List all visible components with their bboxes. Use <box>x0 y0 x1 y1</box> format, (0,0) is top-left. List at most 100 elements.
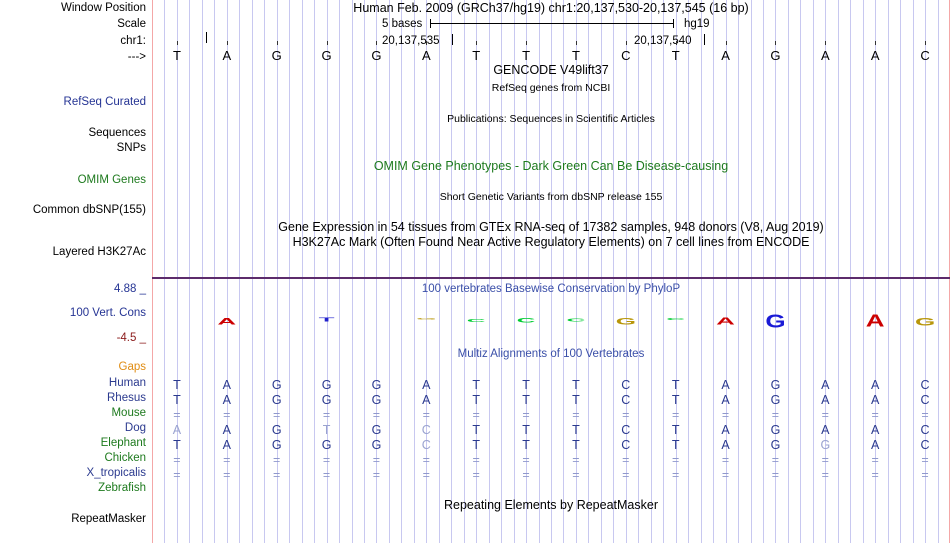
alignment-base: T <box>572 438 580 452</box>
species-label-dog[interactable]: Dog <box>124 422 146 434</box>
alignment-base: T <box>671 393 680 407</box>
alignment-base: T <box>472 423 480 437</box>
alignment-base: = <box>572 408 580 422</box>
track-title-dbsnp: Short Genetic Variants from dbSNP releas… <box>439 191 663 203</box>
alignment-base: = <box>871 408 879 422</box>
ruler-minor-tick <box>626 41 627 45</box>
alignment-base: = <box>821 468 829 482</box>
conservation-base-glyph: G <box>615 315 636 327</box>
ruler-minor-tick <box>775 41 776 45</box>
alignment-base: C <box>621 438 631 452</box>
label-cons-name[interactable]: 100 Vert. Cons <box>69 307 146 319</box>
alignment-base: = <box>422 408 430 422</box>
track-title-publications: Publications: Sequences in Scientific Ar… <box>447 113 655 125</box>
scale-tick-right <box>673 19 674 28</box>
alignment-base: = <box>422 468 430 482</box>
alignment-base: A <box>222 393 231 407</box>
alignment-base: T <box>671 438 680 452</box>
species-label-zebrafish[interactable]: Zebrafish <box>98 482 146 494</box>
alignment-base: A <box>222 423 231 437</box>
species-label-human[interactable]: Human <box>108 377 146 389</box>
label-omim-genes[interactable]: OMIM Genes <box>77 174 146 186</box>
alignment-base: = <box>322 453 331 467</box>
ruler-minor-tick <box>177 41 178 45</box>
alignment-base: A <box>871 393 880 407</box>
species-label-x_tropicalis[interactable]: X_tropicalis <box>86 467 146 479</box>
label-strand-arrow: ---> <box>127 51 146 63</box>
ruler-minor-tick <box>825 41 826 45</box>
species-label-elephant[interactable]: Elephant <box>100 437 146 449</box>
alignment-base: T <box>522 423 530 437</box>
label-snps[interactable]: SNPs <box>116 142 146 154</box>
alignment-base: = <box>422 453 430 467</box>
assembly-label: hg19 <box>684 18 710 30</box>
alignment-base: = <box>223 408 231 422</box>
conservation-base-glyph: C <box>516 316 536 324</box>
alignment-row-chicken: ================ <box>0 452 950 468</box>
alignment-base: = <box>223 453 231 467</box>
alignment-base: A <box>422 378 431 392</box>
alignment-base: = <box>622 468 630 482</box>
alignment-base: = <box>522 408 530 422</box>
label-repeatmasker[interactable]: RepeatMasker <box>71 513 146 525</box>
alignment-base: = <box>921 408 929 422</box>
alignment-base: = <box>721 468 730 482</box>
alignment-base: A <box>871 378 880 392</box>
alignment-base: = <box>871 468 879 482</box>
conservation-base-glyph: C <box>466 317 486 323</box>
species-label-mouse[interactable]: Mouse <box>111 407 146 419</box>
alignment-base: C <box>621 393 631 407</box>
alignment-base: G <box>371 393 382 407</box>
alignment-base: T <box>472 393 480 407</box>
alignment-base: = <box>821 408 829 422</box>
alignment-base: C <box>621 423 631 437</box>
alignment-base: T <box>572 423 580 437</box>
alignment-base: = <box>672 408 680 422</box>
reference-base: T <box>522 48 531 63</box>
label-refseq-curated[interactable]: RefSeq Curated <box>63 96 146 108</box>
alignment-base: = <box>622 453 630 467</box>
alignment-base: = <box>672 453 680 467</box>
alignment-base: = <box>771 453 780 467</box>
alignment-base: A <box>172 423 182 437</box>
label-cons-min: -4.5 _ <box>116 332 146 344</box>
reference-base: G <box>770 48 781 63</box>
alignment-base: C <box>421 438 431 452</box>
label-common-dbsnp[interactable]: Common dbSNP(155) <box>32 204 146 216</box>
reference-base: A <box>870 48 880 63</box>
alignment-base: = <box>173 468 181 482</box>
label-sequences[interactable]: Sequences <box>88 127 146 139</box>
reference-base: T <box>671 48 680 63</box>
ruler-position-left: 20,137,535 <box>382 35 440 47</box>
alignment-base: C <box>920 378 930 392</box>
ruler-minor-tick <box>426 41 427 45</box>
scale-bases-label: 5 bases <box>382 18 423 30</box>
alignment-base: A <box>821 378 830 392</box>
alignment-base: T <box>173 438 181 452</box>
label-window-position: Window Position <box>60 2 146 14</box>
alignment-base: = <box>522 468 530 482</box>
label-chrom: chr1: <box>120 35 146 47</box>
alignment-base: = <box>921 468 929 482</box>
reference-base: T <box>172 48 181 63</box>
reference-base: A <box>222 48 232 63</box>
alignment-base: = <box>173 453 181 467</box>
reference-base: T <box>571 48 580 63</box>
species-label-rhesus[interactable]: Rhesus <box>107 392 146 404</box>
alignment-base: A <box>871 423 880 437</box>
reference-base: C <box>920 48 930 63</box>
reference-base: T <box>472 48 481 63</box>
alignment-base: A <box>871 438 880 452</box>
ruler-minor-tick <box>376 41 377 45</box>
track-title-phylop: 100 vertebrates Basewise Conservation by… <box>421 283 681 295</box>
label-layered-h3k27ac[interactable]: Layered H3K27Ac <box>52 246 146 258</box>
alignment-base: = <box>572 453 580 467</box>
alignment-base: = <box>921 453 929 467</box>
alignment-base: = <box>273 468 281 482</box>
alignment-base: = <box>472 408 480 422</box>
alignment-base: T <box>572 393 580 407</box>
species-label-chicken[interactable]: Chicken <box>104 452 146 464</box>
alignment-base: T <box>671 423 680 437</box>
